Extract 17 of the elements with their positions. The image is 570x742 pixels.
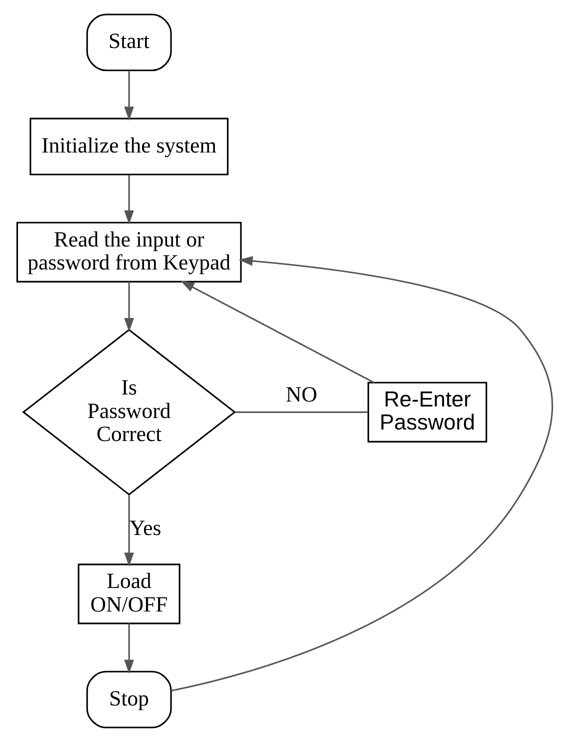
arrow <box>124 282 134 332</box>
arrow <box>180 280 374 384</box>
node-box: Read the input or password from Keypad <box>16 222 242 282</box>
edge-label: Yes <box>130 516 162 540</box>
node-box: Load ON/OFF <box>78 564 180 624</box>
edge-label: NO <box>286 382 318 407</box>
arrow <box>124 494 134 567</box>
node-box: Initialize the system <box>30 118 228 176</box>
arrow <box>124 70 134 121</box>
connector <box>235 411 368 413</box>
node-box: Start <box>86 14 172 72</box>
arrow <box>171 256 553 692</box>
node-box: Stop <box>86 670 172 728</box>
arrow <box>124 624 134 674</box>
node-diamond: Is Password Correct <box>22 328 236 496</box>
node-box: Re-Enter Password <box>368 382 488 442</box>
arrow <box>124 175 134 224</box>
